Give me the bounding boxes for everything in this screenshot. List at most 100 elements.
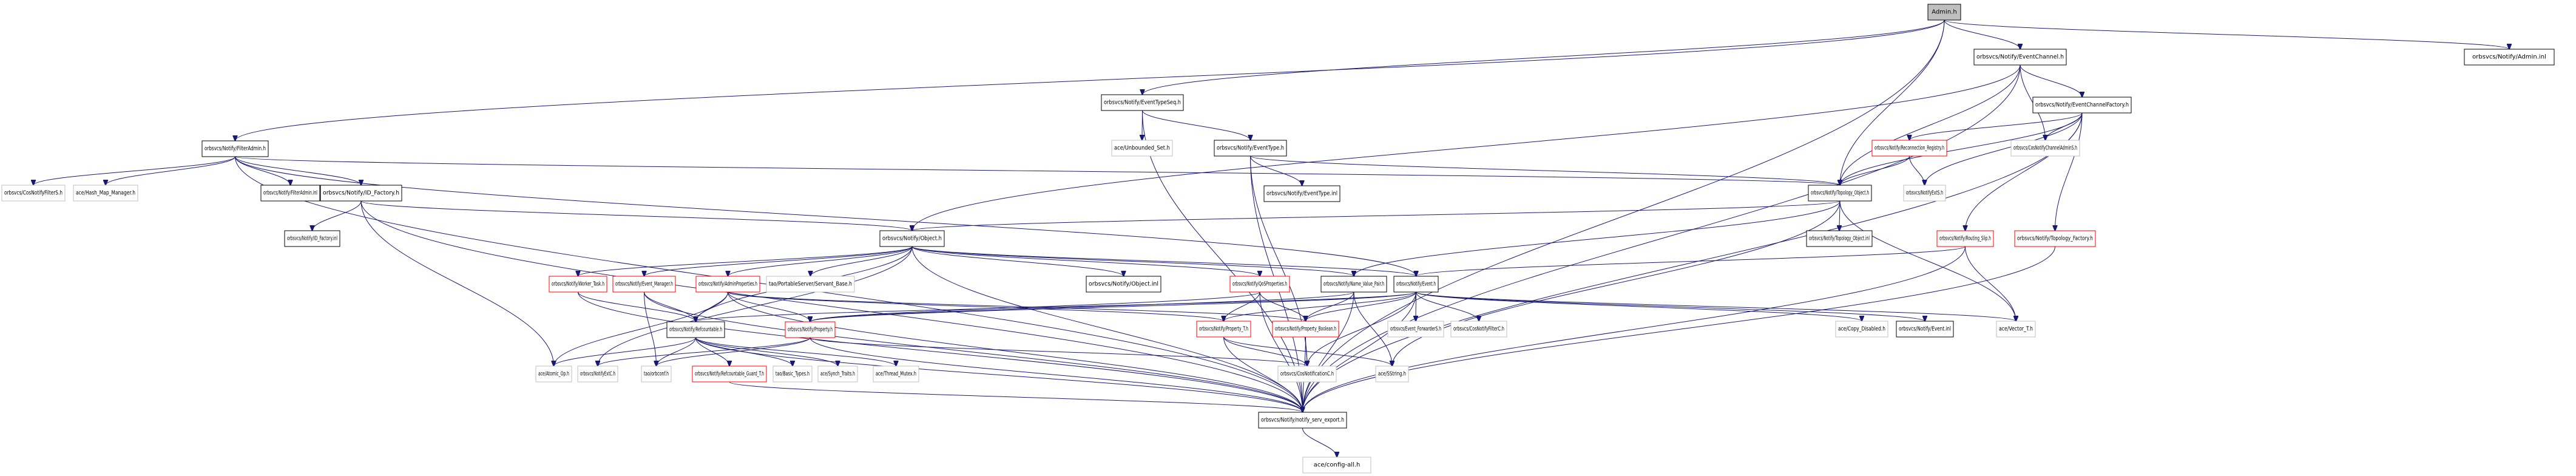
node-box[interactable] xyxy=(1086,276,1161,293)
node-box[interactable] xyxy=(1196,321,1251,338)
node-eventchannel-h[interactable]: orbsvcs/Notify/EventChannel.h xyxy=(1973,49,2067,66)
node-box[interactable] xyxy=(1101,94,1184,111)
node-box[interactable] xyxy=(1393,276,1439,293)
node-basic-types-h[interactable]: tao/Basic_Types.h xyxy=(772,365,813,382)
node-adminproperties-h[interactable]: orbsvcs/Notify/AdminProperties.h xyxy=(695,276,760,293)
node-box[interactable] xyxy=(1903,185,1946,202)
node-box[interactable] xyxy=(1229,276,1290,293)
node-refcountable-h[interactable]: orbsvcs/Notify/Refcountable.h xyxy=(666,321,725,338)
node-notify-serv-export-h[interactable]: orbsvcs/Notify/notify_serv_export.h xyxy=(1258,412,1347,429)
node-box[interactable] xyxy=(1111,140,1173,157)
node-property-h[interactable]: orbsvcs/Notify/Property.h xyxy=(785,321,836,338)
node-eventtype-h[interactable]: orbsvcs/Notify/EventType.h xyxy=(1214,140,1287,157)
node-box[interactable] xyxy=(2032,97,2132,114)
node-box[interactable] xyxy=(1871,140,1947,157)
node-object-inl[interactable]: orbsvcs/Notify/Object.inl xyxy=(1086,276,1161,293)
node-box[interactable] xyxy=(1,185,66,202)
node-topology-object-inl[interactable]: orbsvcs/Notify/Topology_Object.inl xyxy=(1806,230,1873,247)
node-id-factory-inl[interactable]: orbsvcs/Notify/ID_Factory.inl xyxy=(284,230,340,247)
node-box[interactable] xyxy=(817,365,858,382)
node-filteradmin-inl[interactable]: orbsvcs/Notify/FilterAdmin.inl xyxy=(260,185,320,202)
node-event-manager-h[interactable]: orbsvcs/Notify/Event_Manager.h xyxy=(612,276,676,293)
node-hash-map-manager-h[interactable]: ace/Hash_Map_Manager.h xyxy=(73,185,138,202)
node-box[interactable] xyxy=(577,365,618,382)
node-cosnotifyfilters-h[interactable]: orbsvcs/CosNotifyFilterS.h xyxy=(1,185,66,202)
node-object-h[interactable]: orbsvcs/Notify/Object.h xyxy=(879,230,945,247)
node-box[interactable] xyxy=(1320,276,1387,293)
node-cosnotifychanneladmins-h[interactable]: orbsvcs/CosNotifyChannelAdminS.h xyxy=(2010,140,2080,157)
node-box[interactable] xyxy=(2464,49,2555,66)
node-box[interactable] xyxy=(549,276,607,293)
node-id-factory-h[interactable]: orbsvcs/Notify/ID_Factory.h xyxy=(320,185,402,202)
node-thread-mutex-h[interactable]: ace/Thread_Mutex.h xyxy=(873,365,919,382)
node-box[interactable] xyxy=(1973,49,2067,66)
node-box[interactable] xyxy=(73,185,138,202)
node-box[interactable] xyxy=(879,230,945,247)
node-box[interactable] xyxy=(2014,230,2096,247)
node-cosnotifyfilterc-h[interactable]: orbsvcs/CosNotifyFilterC.h xyxy=(1450,321,1507,338)
node-copy-disabled-h[interactable]: ace/Copy_Disabled.h xyxy=(1835,321,1888,338)
node-box[interactable] xyxy=(1927,4,1961,21)
node-vector-t-h[interactable]: ace/Vector_T.h xyxy=(1996,321,2036,338)
node-event-h[interactable]: orbsvcs/Notify/Event.h xyxy=(1393,276,1439,293)
node-property-boolean-h[interactable]: orbsvcs/Notify/Property_Boolean.h xyxy=(1272,321,1339,338)
node-box[interactable] xyxy=(1375,365,1409,382)
node-box[interactable] xyxy=(201,140,269,157)
node-box[interactable] xyxy=(772,365,813,382)
node-name-value-pair-h[interactable]: orbsvcs/Notify/Name_Value_Pair.h xyxy=(1320,276,1387,293)
node-box[interactable] xyxy=(1835,321,1888,338)
node-worker-task-h[interactable]: orbsvcs/Notify/Worker_Task.h xyxy=(549,276,607,293)
node-box[interactable] xyxy=(1936,230,1994,247)
node-orbconf-h[interactable]: tao/orbconf.h xyxy=(641,365,672,382)
node-box[interactable] xyxy=(666,321,725,338)
node-box[interactable] xyxy=(260,185,320,202)
node-event-inl[interactable]: orbsvcs/Notify/Event.inl xyxy=(1896,321,1954,338)
node-box[interactable] xyxy=(612,276,676,293)
node-box[interactable] xyxy=(766,276,855,293)
node-property-t-h[interactable]: orbsvcs/Notify/Property_T.h xyxy=(1196,321,1251,338)
node-eventchannelfactory-h[interactable]: orbsvcs/Notify/EventChannelFactory.h xyxy=(2032,97,2132,114)
node-box[interactable] xyxy=(320,185,402,202)
node-box[interactable] xyxy=(2010,140,2080,157)
node-event-forwarders-h[interactable]: orbsvcs/Event_ForwarderS.h xyxy=(1387,321,1444,338)
node-routing-slip-h[interactable]: orbsvcs/Notify/Routing_Slip.h xyxy=(1936,230,1994,247)
node-admin-h[interactable]: Admin.h xyxy=(1927,4,1961,21)
node-topology-factory-h[interactable]: orbsvcs/Notify/Topology_Factory.h xyxy=(2014,230,2096,247)
node-box[interactable] xyxy=(641,365,672,382)
node-box[interactable] xyxy=(1302,457,1371,474)
node-box[interactable] xyxy=(1214,140,1287,157)
node-atomic-op-h[interactable]: ace/Atomic_Op.h xyxy=(535,365,572,382)
node-box[interactable] xyxy=(1806,230,1873,247)
node-box[interactable] xyxy=(1808,185,1872,202)
node-admin-inl[interactable]: orbsvcs/Notify/Admin.inl xyxy=(2464,49,2555,66)
node-config-all-h[interactable]: ace/config-all.h xyxy=(1302,457,1371,474)
node-filteradmin-h[interactable]: orbsvcs/Notify/FilterAdmin.h xyxy=(201,140,269,157)
node-notifyextc-h[interactable]: orbsvcs/NotifyExtC.h xyxy=(577,365,618,382)
node-servant-base-h[interactable]: tao/PortableServer/Servant_Base.h xyxy=(766,276,855,293)
node-box[interactable] xyxy=(785,321,836,338)
node-qosproperties-h[interactable]: orbsvcs/Notify/QoSProperties.h xyxy=(1229,276,1290,293)
node-eventtype-inl[interactable]: orbsvcs/Notify/EventType.inl xyxy=(1263,185,1340,202)
node-refcountable-guard-t-h[interactable]: orbsvcs/Notify/Refcountable_Guard_T.h xyxy=(692,365,767,382)
node-cosnotificationc-h[interactable]: orbsvcs/CosNotificationC.h xyxy=(1277,365,1337,382)
node-box[interactable] xyxy=(1272,321,1339,338)
node-sstring-h[interactable]: ace/SString.h xyxy=(1375,365,1409,382)
node-box[interactable] xyxy=(695,276,760,293)
node-box[interactable] xyxy=(1277,365,1337,382)
node-box[interactable] xyxy=(1387,321,1444,338)
node-topology-object-h[interactable]: orbsvcs/Notify/Topology_Object.h xyxy=(1808,185,1872,202)
node-box[interactable] xyxy=(1258,412,1347,429)
node-box[interactable] xyxy=(535,365,572,382)
node-box[interactable] xyxy=(1996,321,2036,338)
node-unbounded-set-h[interactable]: ace/Unbounded_Set.h xyxy=(1111,140,1173,157)
node-eventtypeseq-h[interactable]: orbsvcs/Notify/EventTypeSeq.h xyxy=(1101,94,1184,111)
node-reconnection-registry-h[interactable]: orbsvcs/Notify/Reconnection_Registry.h xyxy=(1871,140,1947,157)
node-box[interactable] xyxy=(1896,321,1954,338)
node-box[interactable] xyxy=(1450,321,1507,338)
node-box[interactable] xyxy=(873,365,919,382)
node-box[interactable] xyxy=(284,230,340,247)
node-synch-traits-h[interactable]: ace/Synch_Traits.h xyxy=(817,365,858,382)
node-box[interactable] xyxy=(692,365,767,382)
node-box[interactable] xyxy=(1263,185,1340,202)
node-notifyexts-h[interactable]: orbsvcs/NotifyExtS.h xyxy=(1903,185,1946,202)
